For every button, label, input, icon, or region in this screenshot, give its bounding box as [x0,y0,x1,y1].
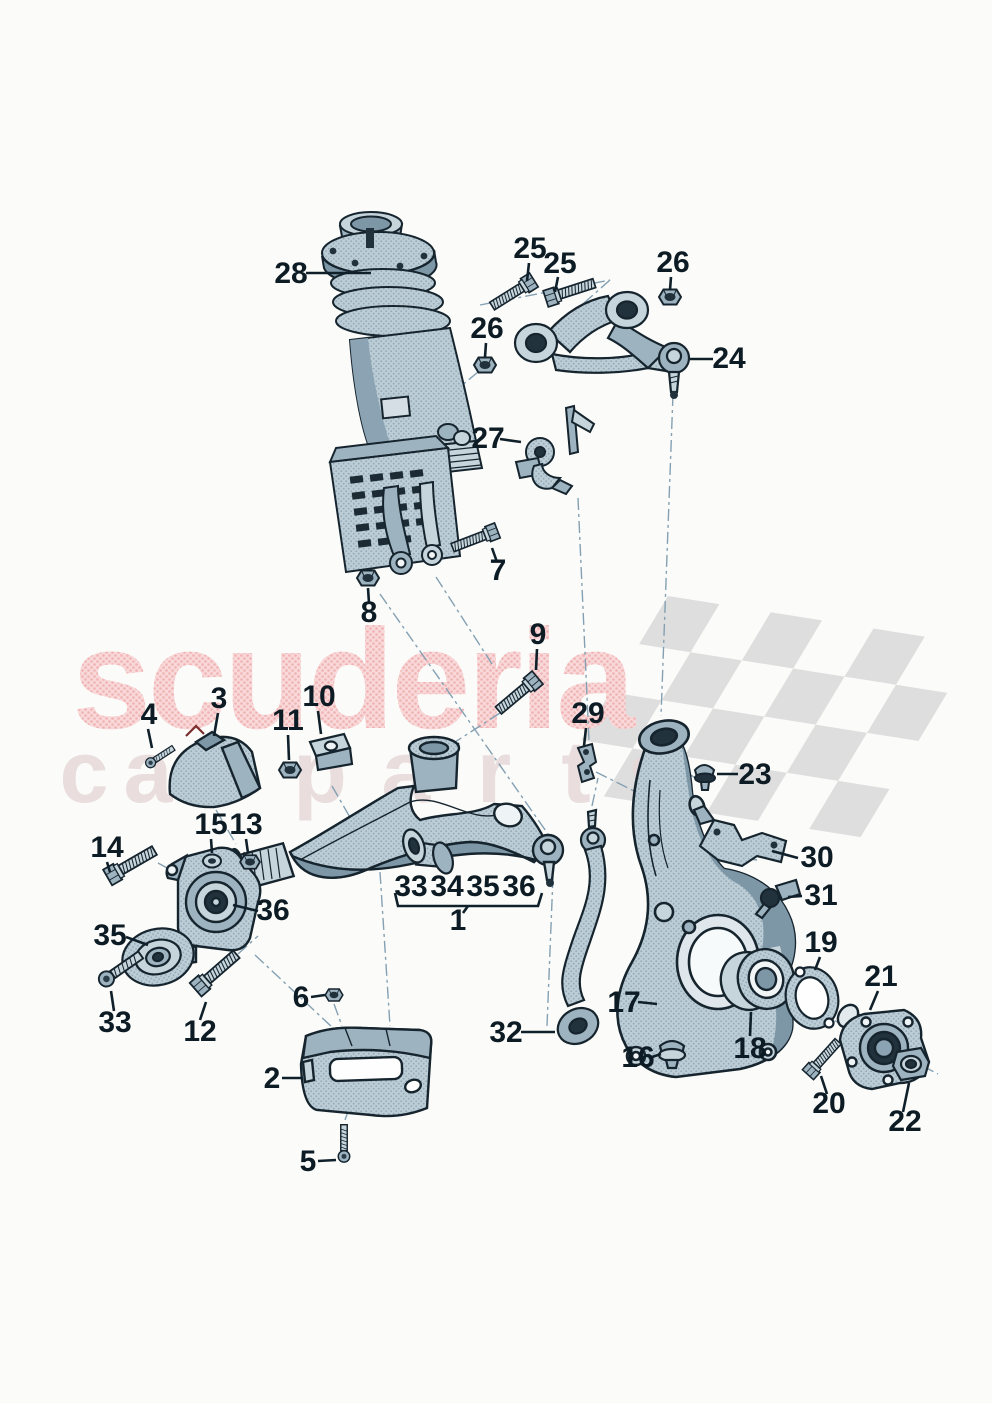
callout-20: 20 [812,1087,845,1120]
callout-10: 10 [302,680,335,713]
washer-15 [202,853,222,869]
callout-23: 23 [738,758,771,791]
callout-1: 1 [450,904,467,937]
callout-19: 19 [804,926,837,959]
nut-8 [356,569,380,587]
callout-11: 11 [272,704,304,737]
retainer-bracket-29 [576,742,598,784]
bearing-plate-19 [784,966,840,1030]
callout-2: 2 [264,1062,281,1095]
callout-18: 18 [733,1032,766,1065]
callout-labels: 28 25 25 26 26 24 27 7 8 9 29 3 4 10 11 … [90,232,921,1178]
callout-16: 16 [621,1041,654,1074]
callout-25b: 25 [543,247,576,280]
callout-28: 28 [274,257,307,290]
callout-22: 22 [888,1105,921,1138]
headlight-level-sensor [514,404,596,496]
upper-control-arm [513,290,691,399]
callout-group-34: 34 [430,870,464,903]
callout-group-33: 33 [394,870,427,903]
callout-25a: 25 [513,232,546,265]
callout-12: 12 [183,1015,216,1048]
wheel-speed-sensor-31 [754,878,802,920]
callout-24: 24 [712,342,746,375]
wheel-bearing-18 [719,946,796,1012]
callout-group-35: 35 [466,870,499,903]
callout-3: 3 [211,682,228,715]
callout-17: 17 [607,986,640,1019]
rubber-bushing-34 [402,828,454,875]
bolt-20 [801,1035,845,1081]
plug-23 [693,764,716,791]
callout-29: 29 [571,697,604,730]
svg-text:c: c [60,722,109,821]
cover-cap-3 [168,724,262,809]
callout-8: 8 [361,596,378,629]
nut-26a [658,288,682,306]
callout-9: 9 [530,618,547,651]
wheel-hub-21 [836,1003,931,1091]
nut-13 [239,854,261,870]
callout-32: 32 [489,1016,522,1049]
callout-7: 7 [490,554,507,587]
callout-group-36: 36 [502,870,535,903]
callout-27: 27 [471,422,504,455]
watermark-title: scuderia [72,600,636,759]
callout-21: 21 [864,960,897,993]
checkered-flag-watermark [581,596,948,838]
bolt-25a [486,272,540,314]
tie-rod-link [556,808,607,1046]
callout-30: 30 [800,841,833,874]
callout-5: 5 [300,1145,317,1178]
svg-text:a: a [124,722,174,821]
bushing-housing-36 [165,846,262,966]
callout-36: 36 [256,894,289,927]
callout-14: 14 [90,831,124,864]
callout-6: 6 [293,981,310,1014]
callout-15: 15 [194,808,227,841]
callout-33: 33 [98,1006,131,1039]
nut-11 [278,761,302,779]
axle-nut-22 [891,1046,931,1082]
callout-4: 4 [141,698,158,731]
leader-lines [105,262,911,1163]
dome-nut-16 [657,1039,687,1070]
air-spring-strut [321,211,484,575]
callout-31: 31 [804,879,837,912]
callout-26b: 26 [470,312,503,345]
nut-26b [473,356,497,374]
bolt-12 [188,946,244,998]
angle-bracket-10 [308,732,354,772]
callout-35: 35 [93,919,126,952]
screw-5 [337,1123,351,1163]
callout-26a: 26 [656,246,689,279]
nut-6 [324,988,344,1002]
callout-13: 13 [229,808,262,841]
brake-hose-bracket-30 [692,804,788,868]
arm-cover-2 [299,1026,433,1118]
